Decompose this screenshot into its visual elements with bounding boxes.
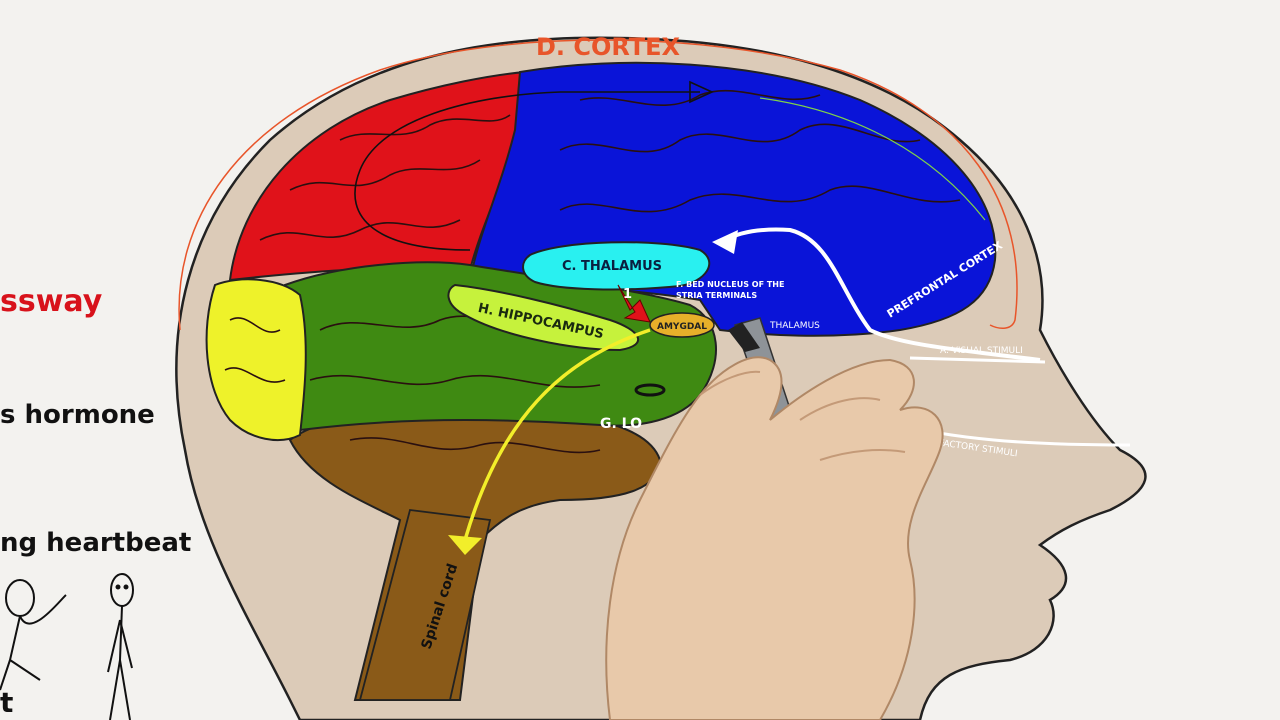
amygdala-label: AMYGDAL [657,322,707,332]
locus-label: G. LO [600,416,642,432]
stick-figure-left [0,579,67,691]
step-marker: 1 [623,287,632,302]
thalamus-shape [522,241,711,291]
cortex-outline-arc [178,39,1018,331]
green-guide-line [759,97,986,221]
hand [605,356,944,720]
gyri-lines [224,89,961,454]
thalamus-label: C. THALAMUS [562,259,662,274]
yellow-arrow [463,328,651,541]
side-text-line2: s hormone [0,400,155,430]
hypothalamus-label: THALAMUS [769,321,820,331]
stick-figure-right [107,573,134,720]
pathway-loop [354,91,700,251]
visual-pathway [724,227,1041,362]
pathway-arrow-head [689,80,714,104]
cortex-label: D. CORTEX [536,33,681,61]
side-text-line1: ssway [0,284,103,319]
bed-nucleus-label-1: F. BED NUCLEUS OF THE [676,280,784,289]
side-text-line4: t [0,686,14,719]
red-arrow [617,284,651,323]
amygdala-shape [649,312,715,338]
locus-shape [634,383,666,397]
hand-with-marker [605,317,944,720]
spinal-cord [358,509,492,701]
visual-stimuli-line [909,356,1046,364]
yellow-arrowhead [448,535,482,555]
visual-stimuli-label: A. VISUAL STIMULI [940,346,1023,356]
hippocampus-shape [447,283,640,352]
side-text-line3: ng heartbeat [0,528,192,558]
bed-nucleus-label-2: STRIA TERMINALS [676,291,757,300]
visual-pathway-arrowhead [712,230,738,254]
